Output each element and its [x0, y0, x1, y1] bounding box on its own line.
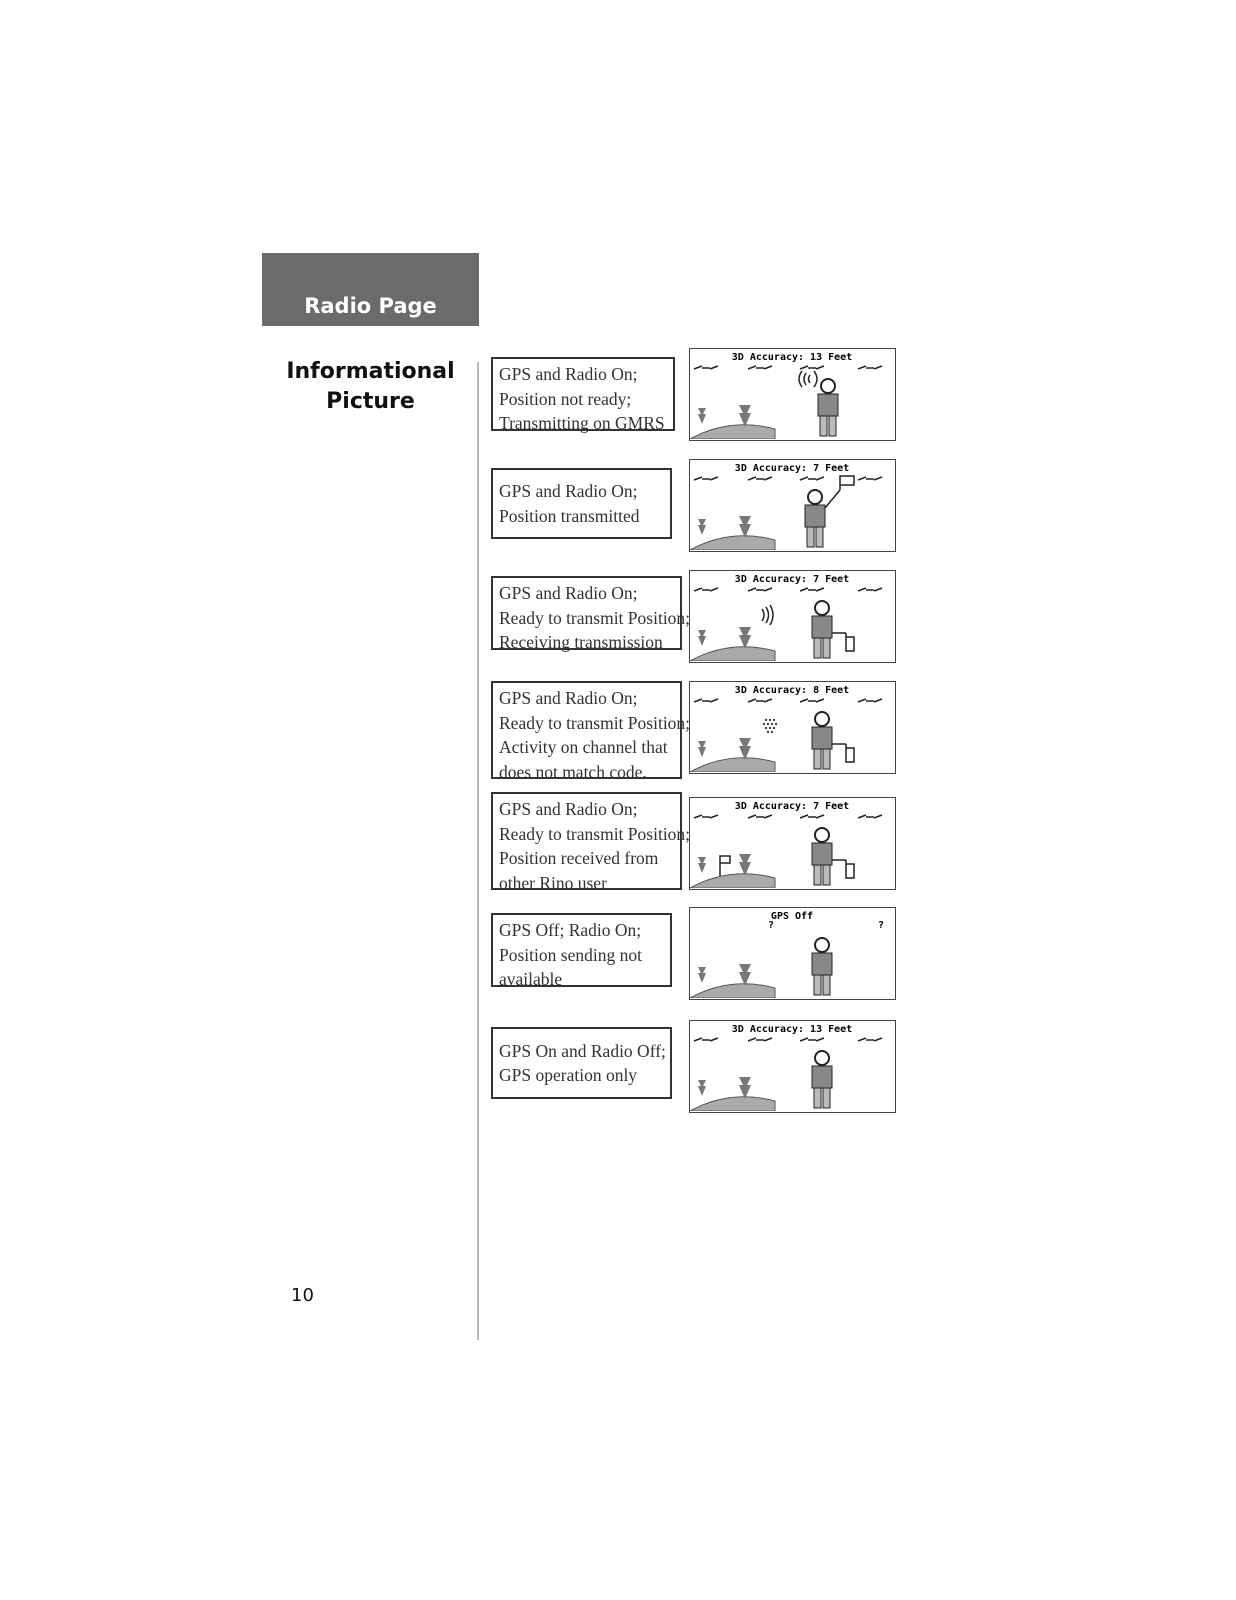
caption-line: GPS and Radio On;: [499, 481, 638, 501]
svg-text:?: ?: [768, 920, 774, 931]
caption-line: Ready to transmit Position;: [499, 823, 691, 844]
caption-box-5: GPS and Radio On; Ready to transmit Posi…: [491, 792, 691, 893]
caption-line: Ready to transmit Position;: [499, 712, 691, 733]
caption-line: GPS operation only: [499, 1065, 638, 1085]
hill: [690, 1096, 776, 1111]
tree-icon: [698, 854, 751, 876]
caption-line: Position sending not: [499, 944, 642, 965]
caption-box-4: GPS and Radio On; Ready to transmit Posi…: [491, 681, 691, 782]
caption-line: other Rino user: [499, 872, 607, 893]
section-heading-line1: Informational: [286, 359, 455, 384]
screen-image-5: 3D Accuracy: 7 Feet: [689, 797, 896, 890]
caption-line: Receiving transmission: [499, 632, 663, 652]
person-figure: [811, 600, 833, 659]
tree-icon: [698, 405, 751, 427]
caption-box-2: GPS and Radio On; Position transmitted: [491, 468, 672, 539]
screen-status-text: 3D Accuracy: 7 Feet: [735, 574, 849, 585]
receive-waves-icon: [761, 604, 774, 626]
screen-image-3: 3D Accuracy: 7 Feet: [689, 570, 896, 663]
hill: [690, 757, 776, 772]
vertical-divider: [477, 362, 479, 1340]
screen-image-6: GPS Off ? ?: [689, 907, 896, 1000]
screen-status-text: GPS Off: [771, 911, 813, 922]
page-title: Radio Page: [304, 294, 437, 318]
section-heading-line2: Picture: [326, 389, 415, 414]
transmit-waves-icon: [798, 370, 818, 388]
person-figure: [811, 827, 833, 886]
tree-icon: [698, 627, 751, 649]
satellite-icons: [693, 1037, 883, 1042]
satellite-icons: [693, 698, 883, 703]
satellite-icons: [693, 814, 883, 819]
lowered-flag-icon: [832, 859, 855, 879]
lowered-flag-icon: [832, 632, 855, 652]
gps-only-icon: [811, 1050, 833, 1109]
raised-flag-icon: [824, 475, 855, 509]
screen-image-1: 3D Accuracy: 13 Feet: [689, 348, 896, 441]
lowered-flag-icon: [832, 743, 855, 763]
hill: [690, 424, 776, 439]
caption-line: GPS and Radio On;: [499, 799, 638, 819]
svg-text:?: ?: [878, 920, 884, 931]
caption-line: Activity on channel that: [499, 737, 668, 757]
question-mark-icon: ? ?: [768, 920, 884, 931]
hill: [690, 873, 776, 888]
hill: [690, 646, 776, 661]
tree-icon: [698, 738, 751, 760]
caption-box-3: GPS and Radio On; Ready to transmit Posi…: [491, 576, 691, 652]
caption-line: GPS and Radio On;: [499, 583, 638, 603]
caption-line: GPS and Radio On;: [499, 364, 638, 384]
header-tab: Radio Page: [262, 253, 479, 326]
screen-image-7: 3D Accuracy: 13 Feet: [689, 1020, 896, 1113]
caption-line: Ready to transmit Position;: [499, 607, 691, 628]
screen-status-text: 3D Accuracy: 7 Feet: [735, 801, 849, 812]
tree-icon: [698, 964, 751, 986]
caption-box-7: GPS On and Radio Off; GPS operation only: [491, 1027, 672, 1099]
hill: [690, 535, 776, 550]
caption-line: Position transmitted: [499, 505, 640, 526]
screen-status-text: 3D Accuracy: 13 Feet: [732, 1024, 852, 1035]
caption-line: GPS Off; Radio On;: [499, 920, 642, 940]
static-dots-icon: [762, 718, 778, 734]
person-figure: [817, 378, 839, 437]
screen-status-text: 3D Accuracy: 7 Feet: [735, 463, 849, 474]
tree-icon: [698, 516, 751, 538]
caption-line: Transmitting on GMRS: [499, 413, 665, 433]
caption-line: Position not ready;: [499, 388, 632, 409]
screen-image-2: 3D Accuracy: 7 Feet: [689, 459, 896, 552]
caption-line: Position received from: [499, 848, 659, 868]
page-number: 10: [291, 1285, 314, 1306]
screen-status-text: 3D Accuracy: 13 Feet: [732, 352, 852, 363]
person-figure: [804, 489, 826, 548]
screen-image-4: 3D Accuracy: 8 Feet: [689, 681, 896, 774]
caption-box-1: GPS and Radio On; Position not ready; Tr…: [491, 357, 675, 433]
screen-status-text: 3D Accuracy: 8 Feet: [735, 685, 849, 696]
hill: [690, 983, 776, 998]
caption-line: GPS and Radio On;: [499, 688, 638, 708]
caption-line: GPS On and Radio Off;: [499, 1040, 666, 1061]
tree-icon: [698, 1077, 751, 1099]
caption-line: does not match code.: [499, 761, 647, 782]
caption-box-6: GPS Off; Radio On; Position sending not …: [491, 913, 672, 989]
satellite-icons: [693, 476, 883, 481]
section-heading: Informational Picture: [262, 357, 479, 417]
caption-line: available: [499, 969, 563, 989]
satellite-icons: [693, 587, 883, 592]
received-flag-icon: [719, 855, 731, 876]
person-figure: [811, 711, 833, 770]
person-figure: [811, 937, 833, 996]
satellite-icons: [693, 365, 883, 370]
